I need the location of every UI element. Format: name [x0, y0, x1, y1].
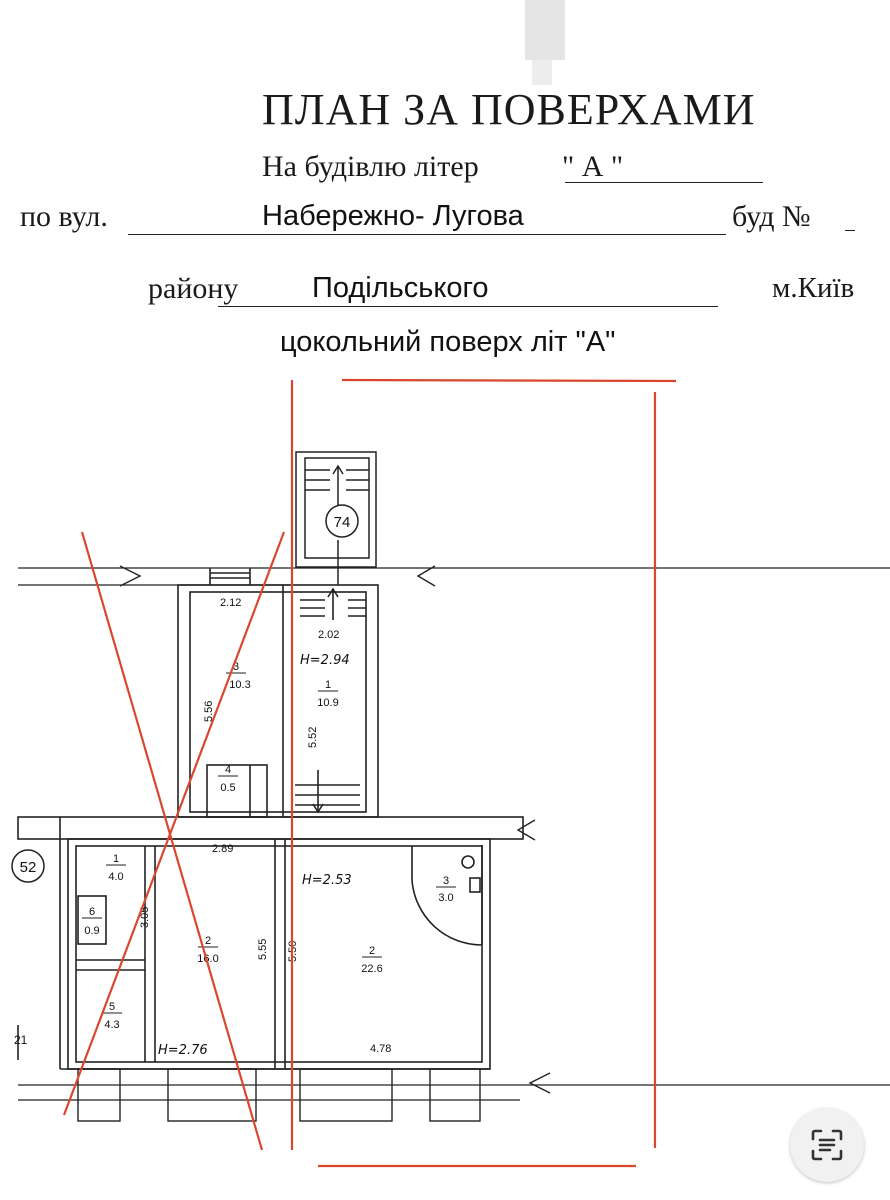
- height-upper: Н=2.94: [300, 653, 350, 668]
- district-prefix: району: [148, 272, 239, 305]
- street-underline: [128, 234, 726, 235]
- street-name: Набережно- Лугова: [262, 200, 524, 232]
- room-area: 16.0: [197, 953, 218, 965]
- scan-smudge: [525, 0, 565, 85]
- scan-document-button[interactable]: [790, 1108, 864, 1182]
- left-circle-marker: 52: [11, 849, 45, 883]
- dim-5-52: 5.52: [307, 727, 319, 748]
- stair-number: 74: [334, 514, 351, 531]
- lower-rooms: [17, 816, 524, 1070]
- room-area: 4.3: [104, 1019, 119, 1031]
- dim-2-89: 2.89: [212, 843, 233, 855]
- document-scan-icon: [811, 1129, 843, 1161]
- upper-rooms: [177, 568, 379, 818]
- street-prefix: по вул.: [20, 200, 108, 233]
- room-num: 5: [109, 1001, 115, 1013]
- building-letter: " А ": [562, 150, 624, 183]
- dim-2-12: 2.12: [220, 597, 241, 609]
- stair-block-top: [295, 451, 377, 585]
- district-underline: [218, 306, 718, 307]
- room-area: 0.9: [84, 925, 99, 937]
- room-num: 3: [443, 875, 449, 887]
- edge-mark: 21: [14, 1033, 28, 1047]
- dim-3-05: 3.05: [139, 907, 151, 928]
- window-bays: [60, 1068, 490, 1122]
- district-name: Подільського: [312, 272, 489, 304]
- room-num: 1: [325, 679, 331, 691]
- page-title: ПЛАН ЗА ПОВЕРХАМИ: [262, 85, 756, 134]
- room-area: 22.6: [361, 963, 382, 975]
- room-area: 3.0: [438, 892, 453, 904]
- room-area: 4.0: [108, 871, 123, 883]
- break-marks: [119, 565, 551, 1094]
- dim-4-78: 4.78: [370, 1043, 391, 1055]
- building-underline: [565, 182, 763, 183]
- floor-label: цокольний поверх літ "А": [280, 326, 616, 358]
- room-area: 10.3: [229, 679, 250, 691]
- house-label: буд №: [732, 200, 811, 233]
- room-labels: 3 10.3 1 10.9 4 0.5 1 4.0 6 0.9 2 16.0 5…: [82, 661, 456, 1031]
- height-notes: Н=2.94 Н=2.53 Н=2.76: [158, 653, 352, 1058]
- dim-5-56: 5.56: [203, 701, 215, 722]
- dim-2-02: 2.02: [318, 629, 339, 641]
- house-underline: [845, 230, 855, 231]
- height-lower-right: Н=2.53: [302, 873, 352, 888]
- room-num: 4: [225, 764, 231, 776]
- room-num: 1: [113, 853, 119, 865]
- room-num: 2: [369, 945, 375, 957]
- room-area: 0.5: [220, 782, 235, 794]
- red-annotations: [62, 378, 677, 1168]
- height-lower-left: Н=2.76: [158, 1043, 208, 1058]
- room-area: 10.9: [317, 697, 338, 709]
- building-prefix: На будівлю літер: [262, 150, 479, 183]
- room-num: 6: [89, 906, 95, 918]
- room-num: 3: [233, 661, 239, 673]
- room-num: 2: [205, 935, 211, 947]
- city-label: м.Київ: [772, 272, 855, 304]
- left-number: 52: [20, 859, 37, 876]
- plan-axis-lines: [18, 567, 890, 1101]
- dim-5-55: 5.55: [257, 939, 269, 960]
- dimension-labels: 2.12 2.02 5.56 5.52 2.89 3.05 5.55 5.50 …: [139, 597, 391, 1055]
